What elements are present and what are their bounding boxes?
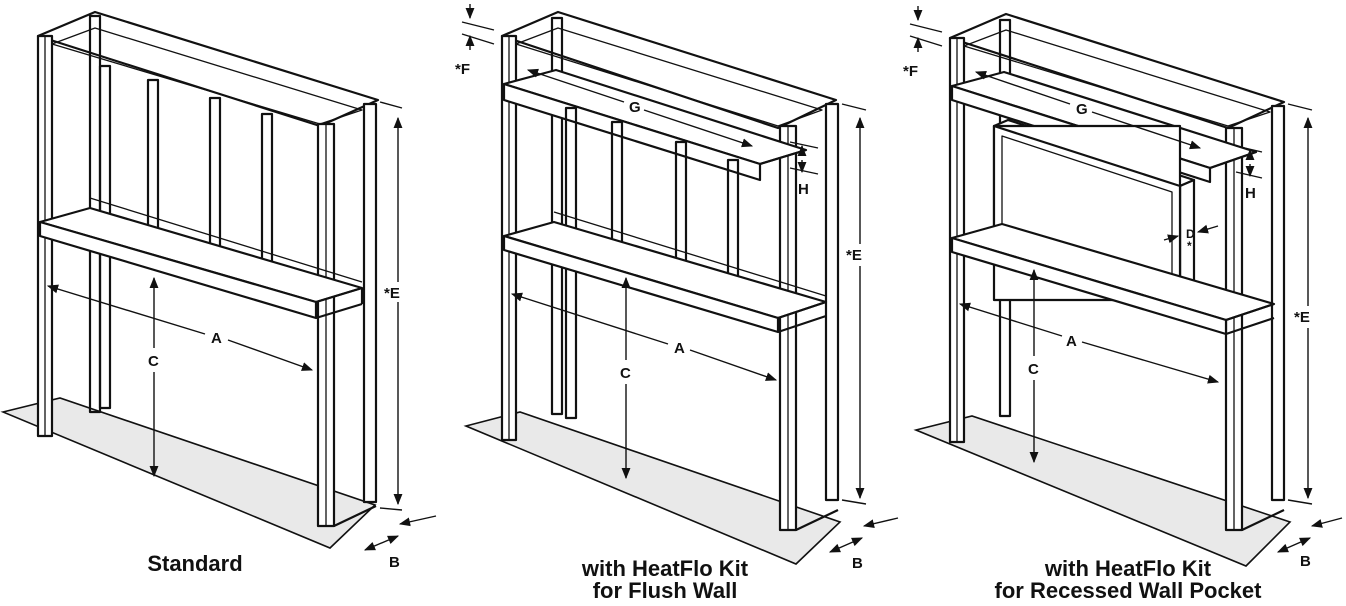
label-A: A	[211, 330, 222, 347]
label-B: B	[852, 555, 863, 572]
dimensions-recessed: A C *E *F G H D *	[903, 6, 1343, 570]
caption-flush-line1: with HeatFlo Kit	[581, 556, 749, 581]
label-H: H	[1245, 185, 1256, 202]
dimensions-flush: A C *E *F G H B	[455, 4, 899, 572]
frame-standard	[36, 10, 380, 528]
panel-standard: A C *E B Standard	[0, 10, 437, 576]
caption-flush-line2: for Flush Wall	[593, 578, 738, 603]
caption-recessed-line1: with HeatFlo Kit	[1044, 556, 1212, 581]
label-D-asterisk: *	[1187, 239, 1192, 253]
frame-recessed	[948, 12, 1286, 532]
panel-recessed-wall-pocket: A C *E *F G H D *	[903, 6, 1343, 603]
label-G: G	[1076, 101, 1088, 118]
label-B: B	[1300, 553, 1311, 570]
label-E: *E	[1294, 309, 1310, 326]
label-B: B	[389, 554, 400, 571]
label-C: C	[1028, 361, 1039, 378]
label-C: C	[148, 353, 159, 370]
label-G: G	[629, 99, 641, 116]
caption-standard: Standard	[147, 551, 242, 576]
label-E: *E	[384, 285, 400, 302]
label-A: A	[674, 340, 685, 357]
panel-flush-wall: A C *E *F G H B with He	[455, 4, 899, 603]
label-F: *F	[903, 63, 918, 80]
label-F: *F	[455, 61, 470, 78]
label-C: C	[620, 365, 631, 382]
label-E: *E	[846, 247, 862, 264]
label-H: H	[798, 181, 809, 198]
dimensions-standard: A C *E B	[46, 101, 437, 571]
caption-recessed-line2: for Recessed Wall Pocket	[995, 578, 1263, 603]
frame-flush	[500, 10, 840, 532]
label-A: A	[1066, 333, 1077, 350]
label-D: D	[1186, 227, 1195, 241]
